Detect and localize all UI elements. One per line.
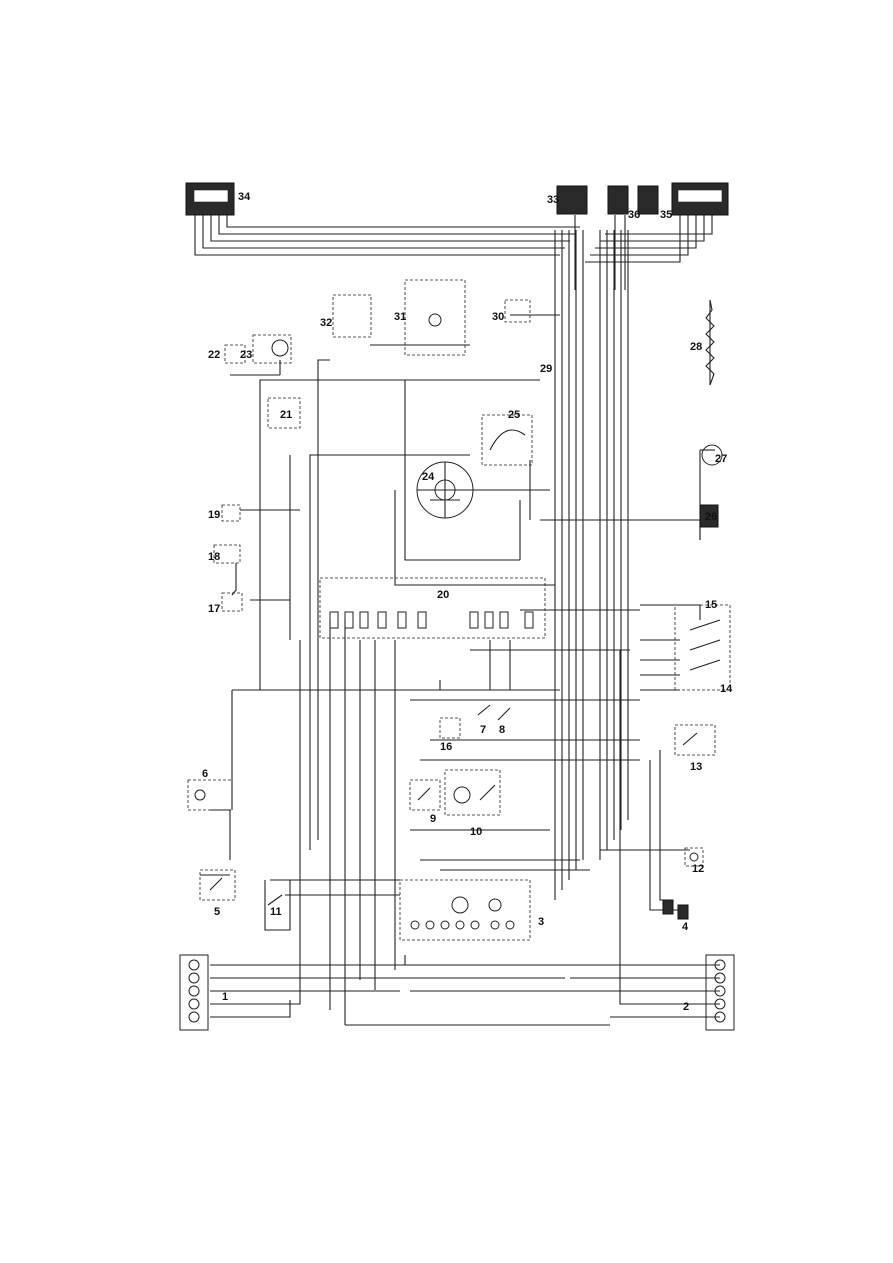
label-31: 31 bbox=[394, 311, 406, 323]
starter-cable: 28 bbox=[690, 299, 715, 386]
instrument-cluster: 3 bbox=[399, 879, 544, 941]
label-8: 8 bbox=[499, 724, 505, 736]
relay-32: 32 bbox=[320, 294, 372, 338]
label-7: 7 bbox=[480, 724, 486, 736]
label-32: 32 bbox=[320, 317, 332, 329]
wiper-motor: 23 bbox=[240, 334, 292, 364]
switch-10: 10 bbox=[444, 769, 501, 838]
rear-lamp-cluster-right: 2 bbox=[683, 954, 735, 1031]
label-12: 12 bbox=[692, 863, 704, 875]
label-18: 18 bbox=[208, 551, 220, 563]
switch-11: 11 bbox=[264, 880, 291, 931]
front-lamp-cluster-left: 34 bbox=[185, 182, 251, 216]
switch-22: 22 bbox=[208, 344, 246, 364]
switch-9: 9 bbox=[409, 779, 441, 825]
alternator: 27 bbox=[701, 444, 727, 466]
label-17: 17 bbox=[208, 603, 220, 615]
label-6: 6 bbox=[202, 768, 208, 780]
label-27: 27 bbox=[715, 453, 727, 465]
label-15: 15 bbox=[705, 599, 717, 611]
label-26: 26 bbox=[705, 511, 717, 523]
label-5: 5 bbox=[214, 906, 220, 918]
label-33: 33 bbox=[547, 194, 559, 206]
label-20: 20 bbox=[437, 589, 449, 601]
label-11: 11 bbox=[270, 906, 282, 918]
label-28: 28 bbox=[690, 341, 702, 353]
switch-30: 30 bbox=[492, 299, 531, 323]
label-25: 25 bbox=[508, 409, 520, 421]
label-21: 21 bbox=[280, 409, 292, 421]
unit-21: 21 bbox=[267, 397, 301, 429]
fuse-box: 20 bbox=[319, 577, 546, 639]
wire-bundle-bottom bbox=[210, 620, 720, 1026]
label-14: 14 bbox=[720, 683, 733, 695]
label-34: 34 bbox=[238, 191, 251, 203]
rear-lamp-cluster-left: 1 bbox=[179, 954, 228, 1031]
label-4: 4 bbox=[682, 921, 689, 933]
label-23: 23 bbox=[240, 349, 252, 361]
label-10: 10 bbox=[470, 826, 482, 838]
label-29: 29 bbox=[540, 363, 552, 375]
regulator-25: 25 bbox=[481, 409, 533, 466]
label-22: 22 bbox=[208, 349, 220, 361]
switch-16: 16 bbox=[439, 717, 461, 753]
switch-19: 19 bbox=[208, 504, 241, 522]
relay-13: 13 bbox=[674, 724, 716, 773]
label-2: 2 bbox=[683, 1001, 689, 1013]
label-36: 36 bbox=[628, 209, 640, 221]
front-lamp-cluster-right: 35 bbox=[660, 182, 729, 221]
distributor: 24 bbox=[416, 461, 474, 519]
steering-column-switch: 14 15 bbox=[674, 599, 733, 695]
wire-bundle-vertical-main bbox=[554, 230, 629, 900]
label-16: 16 bbox=[440, 741, 452, 753]
switch-8: 8 bbox=[497, 707, 511, 736]
horn-36: 36 bbox=[607, 185, 659, 221]
relay-31: 31 bbox=[394, 279, 466, 356]
switch-12: 12 bbox=[684, 847, 704, 875]
label-13: 13 bbox=[690, 761, 702, 773]
connector-29: 29 bbox=[540, 363, 552, 375]
sender-unit-pair: 4 bbox=[662, 899, 689, 933]
wire-bundle-center bbox=[200, 300, 715, 911]
label-24: 24 bbox=[422, 471, 435, 483]
label-19: 19 bbox=[208, 509, 220, 521]
label-3: 3 bbox=[538, 916, 544, 928]
switch-18: 18 bbox=[208, 544, 241, 596]
label-9: 9 bbox=[430, 813, 436, 825]
label-30: 30 bbox=[492, 311, 504, 323]
label-35: 35 bbox=[660, 209, 672, 221]
switch-5: 5 bbox=[199, 869, 236, 918]
switch-17: 17 bbox=[208, 592, 243, 615]
coil-26: 26 bbox=[699, 504, 719, 528]
label-1: 1 bbox=[222, 991, 228, 1003]
wire-bundle-top bbox=[194, 215, 713, 290]
relay-6: 6 bbox=[187, 768, 233, 811]
switch-7: 7 bbox=[477, 704, 491, 736]
headlamp-33: 33 bbox=[547, 185, 588, 215]
